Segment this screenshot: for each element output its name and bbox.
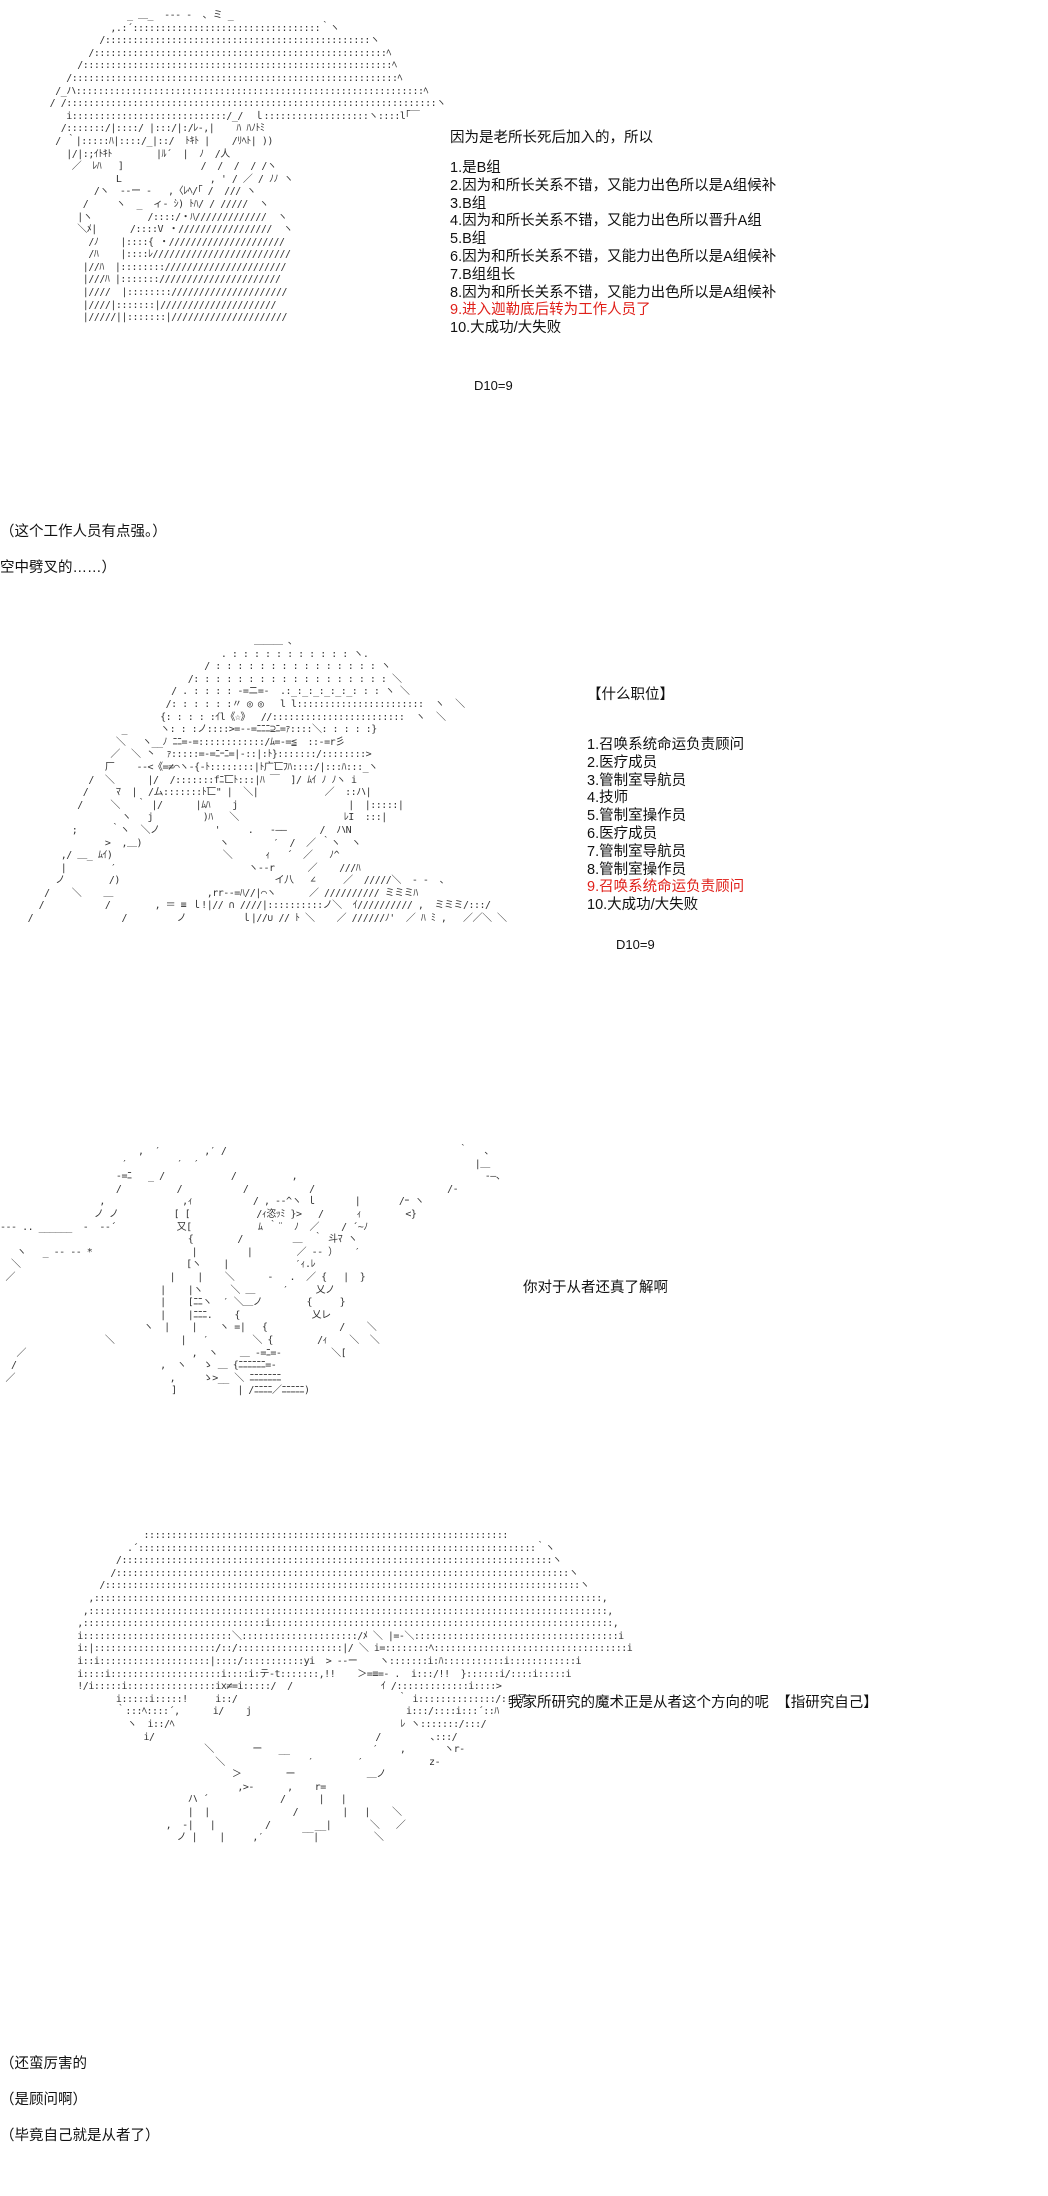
panel1-intro: 因为是老所长死后加入的，所以 <box>450 130 653 146</box>
option-item: 3.B组 <box>450 195 487 212</box>
ascii-art-character-1: _ ＿_ -‐- ‐ ､ ミ _ ,.:´:::::::::::::::::::… <box>49 10 446 324</box>
panel2-header: 【什么职位】 <box>587 687 674 703</box>
panel2-option-list: 1.召唤系统命运负责顾问 2.医疗成员 3.管制室导航员 4.技师 5.管制室操… <box>587 737 744 915</box>
ascii-art-character-3: , ′ ,′ / ｀ 、 ′ ′ ′ |＿ -=ﾆ _ / / <box>0 1146 506 1397</box>
option-item: 8.管制室操作员 <box>587 861 687 878</box>
option-item: 5.B组 <box>450 231 487 248</box>
narration-line: 空中劈叉的……） <box>0 560 116 576</box>
option-item-selected: 9.进入迦勒底后转为工作人员了 <box>450 302 651 319</box>
option-item: 1.召唤系统命运负责顾问 <box>587 737 745 753</box>
narration-line: （是顾问啊） <box>0 2092 87 2108</box>
option-item: 10.大成功/大失败 <box>587 897 699 914</box>
ascii-art-character-4: ::::::::::::::::::::::::::::::::::::::::… <box>77 1530 633 1844</box>
narration-line: （这个工作人员有点强。） <box>0 524 167 540</box>
option-item: 2.因为和所长关系不错，又能力出色所以是A组候补 <box>450 177 777 194</box>
option-item: 10.大成功/大失败 <box>450 320 562 337</box>
option-item: 7.B组组长 <box>450 266 516 283</box>
option-item: 1.是B组 <box>450 160 501 176</box>
option-item: 2.医疗成员 <box>587 754 658 771</box>
option-item: 7.管制室导航员 <box>587 843 687 860</box>
option-item: 5.管制室操作员 <box>587 808 687 825</box>
option-item: 6.医疗成员 <box>587 825 658 842</box>
option-item-selected: 9.召唤系统命运负责顾问 <box>587 879 745 896</box>
dice-result: D10=9 <box>474 378 513 393</box>
option-item: 4.因为和所长关系不错，又能力出色所以晋升A组 <box>450 213 762 230</box>
dice-result: D10=9 <box>616 937 655 952</box>
narration-line: （毕竟自己就是从者了） <box>0 2128 160 2144</box>
panel3-speech: 你对于从者还真了解啊 <box>523 1280 668 1296</box>
option-item: 3.管制室导航员 <box>587 772 687 789</box>
option-item: 8.因为和所长关系不错，又能力出色所以是A组候补 <box>450 284 777 301</box>
ascii-art-character-2: ＿＿＿ ､ . : : : : : : : : : : : ヽ. / : : :… <box>27 636 507 925</box>
panel1-option-list: 1.是B组 2.因为和所长关系不错，又能力出色所以是A组候补 3.B组 4.因为… <box>450 160 776 338</box>
option-item: 4.技师 <box>587 790 629 807</box>
narration-line: （还蛮厉害的 <box>0 2056 87 2072</box>
panel4-speech: 我家所研究的魔术正是从者这个方向的呢 【指研究自己】 <box>508 1695 878 1711</box>
option-item: 6.因为和所长关系不错，又能力出色所以是A组候补 <box>450 248 777 265</box>
